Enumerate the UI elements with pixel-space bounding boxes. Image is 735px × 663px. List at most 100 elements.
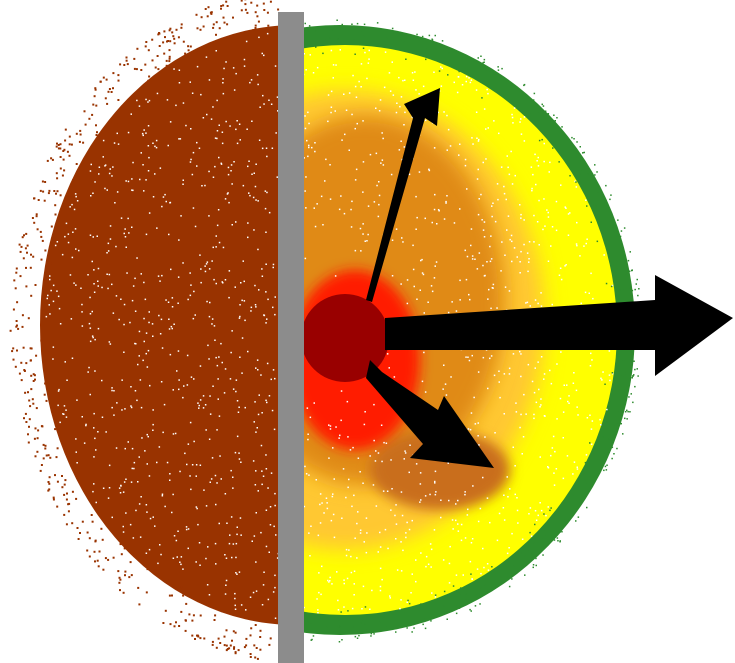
speckle-dot	[507, 496, 509, 498]
speckle-dot	[522, 436, 525, 438]
speckle-dot	[241, 372, 243, 374]
speckle-dot	[305, 207, 307, 209]
speckle-dot	[404, 111, 406, 114]
speckle-dot	[134, 277, 136, 280]
speckle-dot	[481, 219, 483, 221]
speckle-dot	[583, 245, 585, 247]
speckle-dot	[246, 11, 249, 14]
speckle-dot	[89, 313, 92, 315]
speckle-dot	[101, 379, 103, 382]
speckle-dot	[430, 620, 432, 622]
speckle-dot	[227, 166, 230, 169]
speckle-dot	[616, 267, 619, 269]
speckle-dot	[598, 467, 601, 470]
speckle-dot	[316, 598, 318, 600]
speckle-dot	[511, 113, 513, 116]
speckle-dot	[315, 30, 317, 32]
speckle-dot	[353, 494, 355, 497]
speckle-dot	[375, 107, 377, 109]
speckle-dot	[76, 527, 79, 529]
speckle-dot	[616, 447, 618, 450]
speckle-dot	[428, 169, 431, 172]
speckle-dot	[390, 509, 392, 511]
speckle-dot	[447, 462, 449, 464]
speckle-dot	[109, 168, 111, 170]
speckle-dot	[178, 379, 180, 381]
speckle-dot	[415, 580, 417, 583]
speckle-dot	[235, 72, 237, 75]
speckle-dot	[159, 167, 162, 169]
speckle-dot	[234, 651, 237, 654]
speckle-dot	[613, 230, 615, 233]
speckle-dot	[124, 570, 127, 573]
speckle-dot	[274, 574, 276, 577]
speckle-dot	[510, 150, 512, 153]
speckle-dot	[47, 481, 50, 483]
speckle-dot	[438, 210, 440, 212]
speckle-dot	[118, 487, 121, 489]
speckle-dot	[464, 537, 467, 539]
speckle-dot	[202, 407, 205, 409]
speckle-dot	[276, 176, 278, 178]
speckle-dot	[627, 410, 629, 413]
speckle-dot	[118, 318, 120, 321]
speckle-dot	[210, 478, 213, 480]
speckle-dot	[559, 397, 562, 400]
speckle-dot	[350, 555, 352, 558]
speckle-dot	[520, 217, 522, 219]
speckle-dot	[95, 104, 98, 107]
speckle-dot	[498, 132, 500, 135]
speckle-dot	[263, 571, 265, 573]
speckle-dot	[108, 341, 111, 343]
speckle-dot	[37, 429, 40, 432]
speckle-dot	[117, 116, 120, 119]
speckle-dot	[489, 260, 492, 263]
speckle-dot	[361, 30, 363, 32]
speckle-dot	[441, 40, 444, 42]
speckle-dot	[343, 212, 346, 215]
speckle-dot	[389, 595, 391, 597]
speckle-dot	[540, 292, 542, 294]
speckle-dot	[269, 524, 272, 526]
speckle-dot	[520, 118, 522, 120]
speckle-dot	[221, 361, 223, 364]
speckle-dot	[459, 299, 461, 301]
speckle-dot	[458, 593, 461, 595]
speckle-dot	[532, 538, 535, 540]
speckle-dot	[257, 413, 260, 416]
speckle-dot	[37, 199, 40, 201]
speckle-dot	[418, 93, 420, 95]
speckle-dot	[265, 263, 267, 265]
speckle-dot	[196, 165, 198, 167]
speckle-dot	[551, 303, 553, 306]
speckle-dot	[113, 390, 115, 392]
speckle-dot	[232, 543, 235, 545]
speckle-dot	[229, 534, 231, 536]
speckle-dot	[328, 28, 330, 31]
speckle-dot	[595, 205, 597, 207]
speckle-dot	[235, 572, 237, 574]
speckle-dot	[169, 201, 172, 204]
speckle-dot	[375, 616, 377, 619]
speckle-dot	[71, 203, 73, 206]
speckle-dot	[191, 173, 194, 176]
speckle-dot	[135, 68, 138, 71]
speckle-dot	[212, 23, 215, 26]
speckle-dot	[496, 307, 498, 309]
speckle-dot	[543, 415, 546, 417]
speckle-dot	[472, 143, 474, 145]
speckle-dot	[173, 535, 176, 537]
speckle-dot	[42, 443, 45, 446]
speckle-dot	[42, 457, 45, 460]
speckle-dot	[214, 165, 216, 168]
speckle-dot	[65, 450, 68, 453]
speckle-dot	[171, 511, 173, 514]
speckle-dot	[480, 587, 483, 589]
speckle-dot	[603, 469, 605, 472]
speckle-dot	[585, 242, 587, 245]
speckle-dot	[76, 399, 78, 401]
speckle-dot	[215, 21, 218, 24]
speckle-dot	[534, 510, 537, 512]
speckle-dot	[505, 198, 507, 201]
speckle-dot	[213, 278, 215, 281]
